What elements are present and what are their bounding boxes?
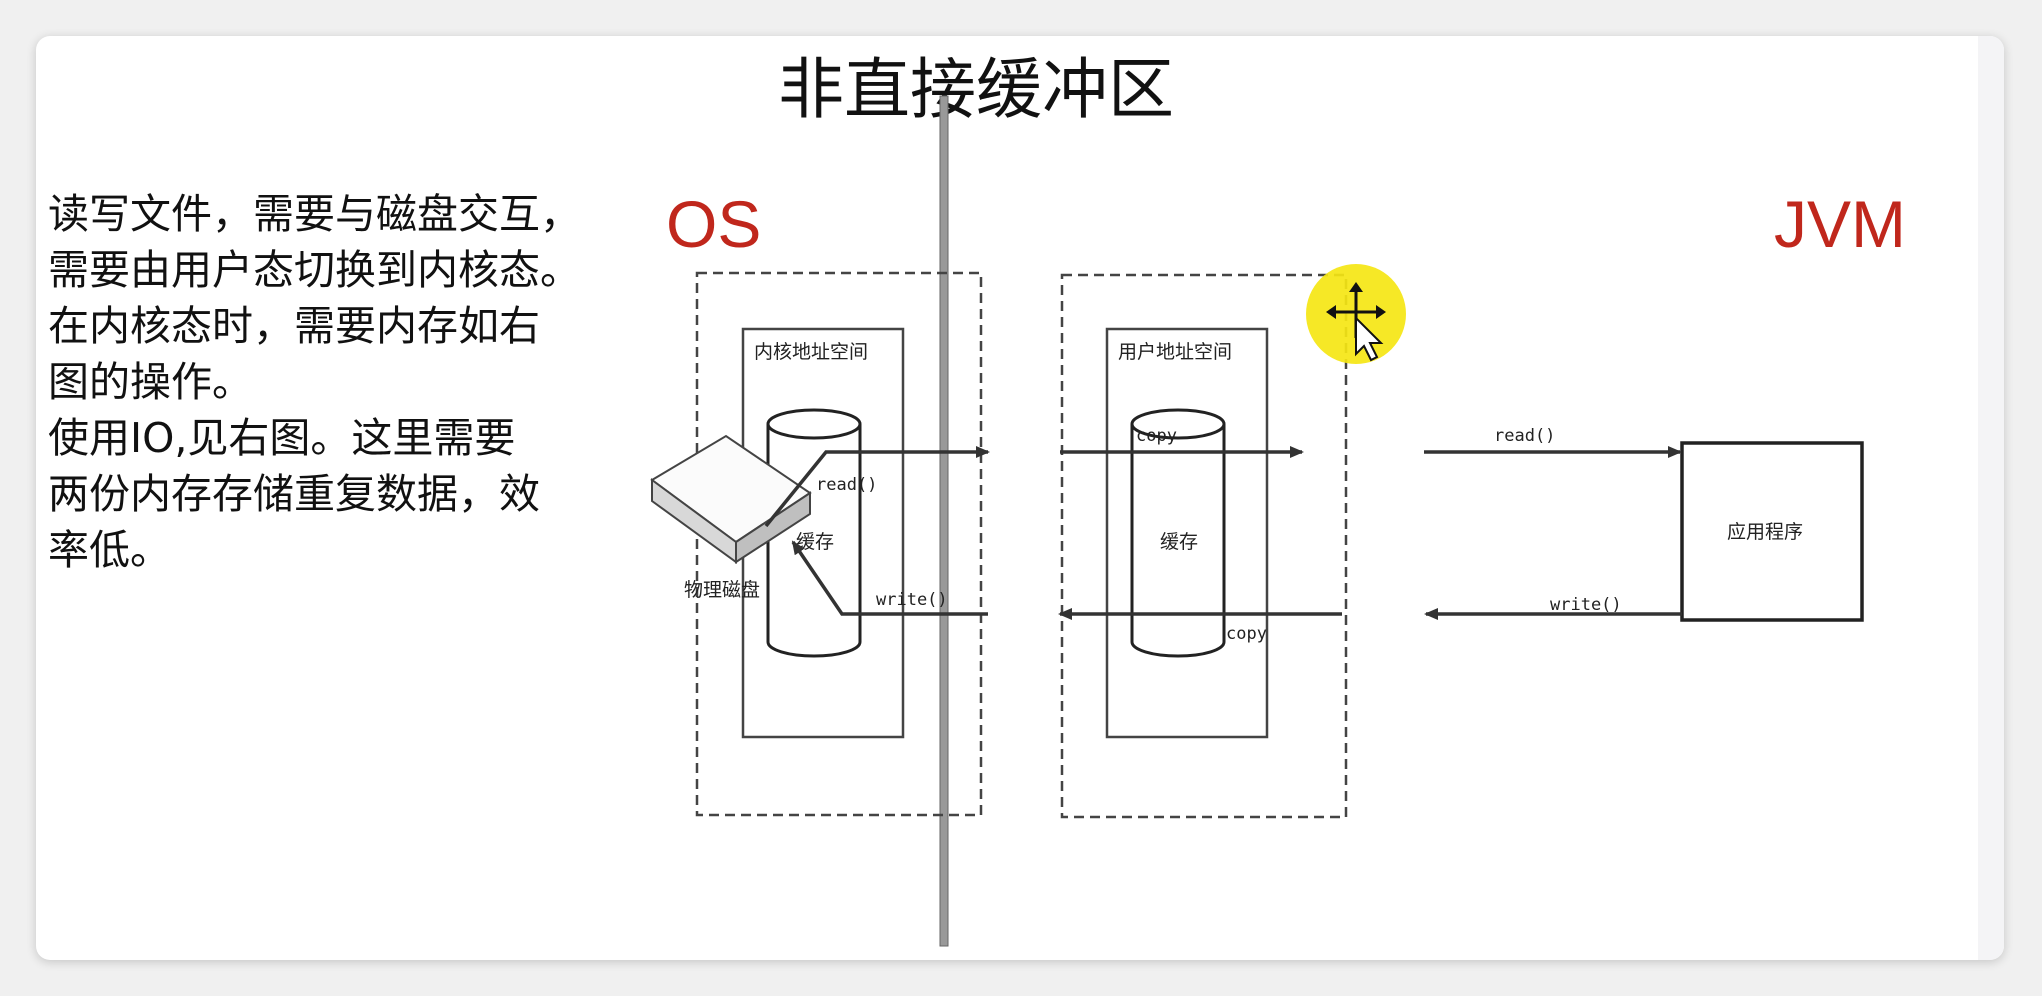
app-read-label: read() [1494, 426, 1555, 446]
slide-title: 非直接缓冲区 [778, 51, 1174, 128]
buffer-diagram: 内核地址空间 用户地址空间 缓存 缓存 应用程序 物理磁盘 read() [650, 95, 1864, 947]
jvm-region-frame [1060, 273, 1348, 819]
os-region-frame [695, 271, 983, 817]
user-buffer-cylinder [1130, 408, 1226, 658]
copy-top-label: copy [1136, 426, 1177, 446]
user-buffer-label: 缓存 [1160, 531, 1198, 553]
slide-body: 读写文件，需要与磁盘交互， 需要由用户态切换到内核态。 在内核态时，需要内存如右… [48, 186, 648, 578]
jvm-label: JVM [1774, 187, 1906, 261]
body-line: 需要由用户态切换到内核态。 [48, 246, 581, 294]
center-divider [939, 95, 949, 947]
move-cursor-icon [1326, 282, 1386, 362]
disk-icon [650, 434, 812, 564]
body-line: 图的操作。 [48, 358, 253, 406]
disk-write-label: write() [876, 590, 948, 610]
body-line: 在内核态时，需要内存如右 [48, 302, 540, 350]
disk-read-label: read() [816, 475, 877, 495]
body-line: 读写文件，需要与磁盘交互， [48, 190, 581, 238]
body-line: 率低。 [48, 526, 171, 574]
application-label: 应用程序 [1727, 521, 1803, 543]
application-box [1680, 441, 1864, 622]
disk-write-arrow [791, 540, 988, 616]
kernel-space-label: 内核地址空间 [754, 341, 868, 363]
body-line: 使用IO,见右图。这里需要 [48, 414, 516, 462]
scrollbar[interactable] [1978, 36, 2004, 960]
slide: 非直接缓冲区 读写文件，需要与磁盘交互， 需要由用户态切换到内核态。 在内核态时… [36, 36, 2004, 960]
disk-label: 物理磁盘 [684, 579, 760, 601]
body-line: 两份内存存储重复数据，效 [48, 470, 540, 518]
copy-bottom-label: copy [1226, 624, 1267, 644]
kernel-buffer-label: 缓存 [796, 531, 834, 553]
disk-read-arrow [764, 446, 990, 528]
user-space-label: 用户地址空间 [1118, 341, 1232, 363]
app-write-label: write() [1550, 595, 1622, 615]
os-label: OS [666, 187, 762, 261]
